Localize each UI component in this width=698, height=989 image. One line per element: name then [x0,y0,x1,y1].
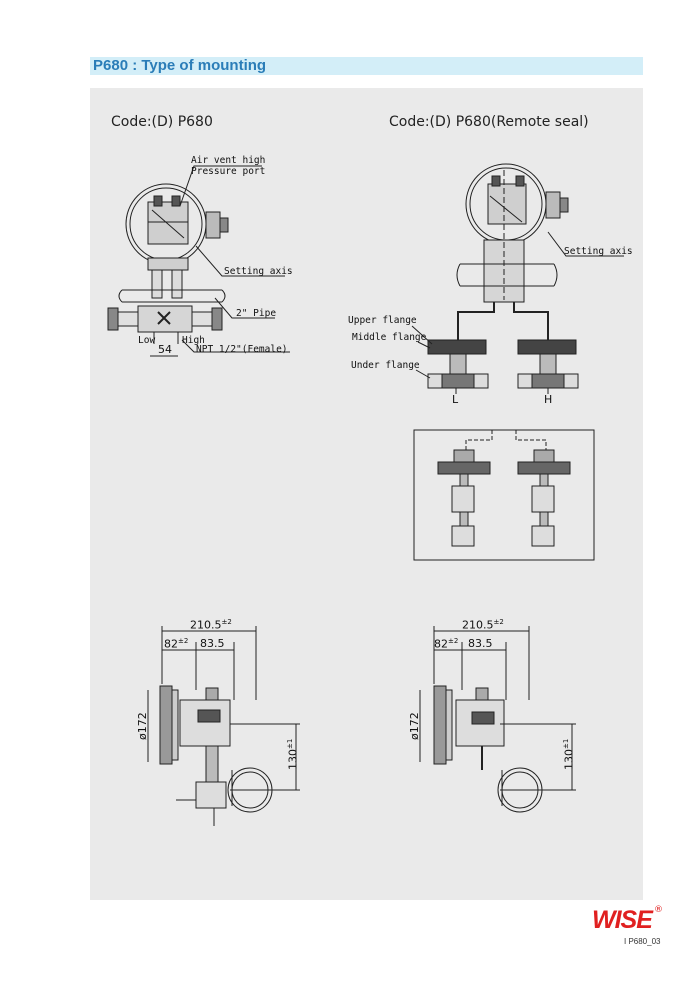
dim-82-value-r: 82 [434,637,448,651]
l-label: L [452,393,459,406]
dim-130-value: 130 [286,749,300,770]
gauge-remote-seal [411,163,624,394]
pressure-port-label: Pressure port [191,166,266,177]
pipe-label: 2" Pipe [236,308,277,319]
dim-130-value-r: 130 [562,749,576,770]
dim-130-left: 130±1 [286,739,300,770]
left-code-label: Code:(D) P680 [111,114,213,130]
low-label: Low [138,335,156,346]
npt-label: NPT 1/2"(Female) [196,344,288,355]
air-vent-label: Air vent high [191,155,266,166]
h-label: H [544,393,553,406]
dim-83-left: 83.5 [200,637,225,650]
registered-mark: ® [654,905,663,915]
side-view-remote [419,626,576,813]
dim-82-tol: ±2 [178,637,189,645]
dim-overall-left: 210.5±2 [190,618,232,632]
high-label: High [182,335,205,346]
setting-axis-label: Setting axis [224,266,293,277]
dim-dia-right: ø172 [408,712,421,740]
setting-axis-label-right: Setting axis [564,246,633,257]
dim-82-left: 82±2 [164,637,188,651]
wise-logo: WISE [592,906,653,934]
dim-82-right: 82±2 [434,637,458,651]
dim-130-tol-r: ±1 [562,738,570,749]
dim-overall-tol: ±2 [221,618,232,626]
dim-130-right: 130±1 [562,739,576,770]
dim-overall-right: 210.5±2 [462,618,504,632]
side-view-direct [147,626,300,826]
dim-overall-value: 210.5 [190,618,222,632]
dim-overall-value-r: 210.5 [462,618,494,632]
dim-82-tol-r: ±2 [448,637,459,645]
under-flange-label: Under flange [351,360,420,371]
dim-83-right: 83.5 [468,637,493,650]
dim-overall-tol-r: ±2 [493,618,504,626]
upper-flange-label: Upper flange [348,315,417,326]
dim-130-tol: ±1 [286,738,294,749]
right-code-label: Code:(D) P680(Remote seal) [389,114,589,130]
section-title: P680 : Type of mounting [93,57,267,74]
flange-detail [413,429,595,561]
page-code: I P680_03 [624,937,661,946]
gauge-direct-mount [107,165,290,357]
dim-54-label: 54 [158,343,172,356]
dim-dia-left: ø172 [136,712,149,740]
middle-flange-label: Middle flange [352,332,427,343]
section-header: P680 : Type of mounting [90,57,643,75]
dim-82-value: 82 [164,637,178,651]
